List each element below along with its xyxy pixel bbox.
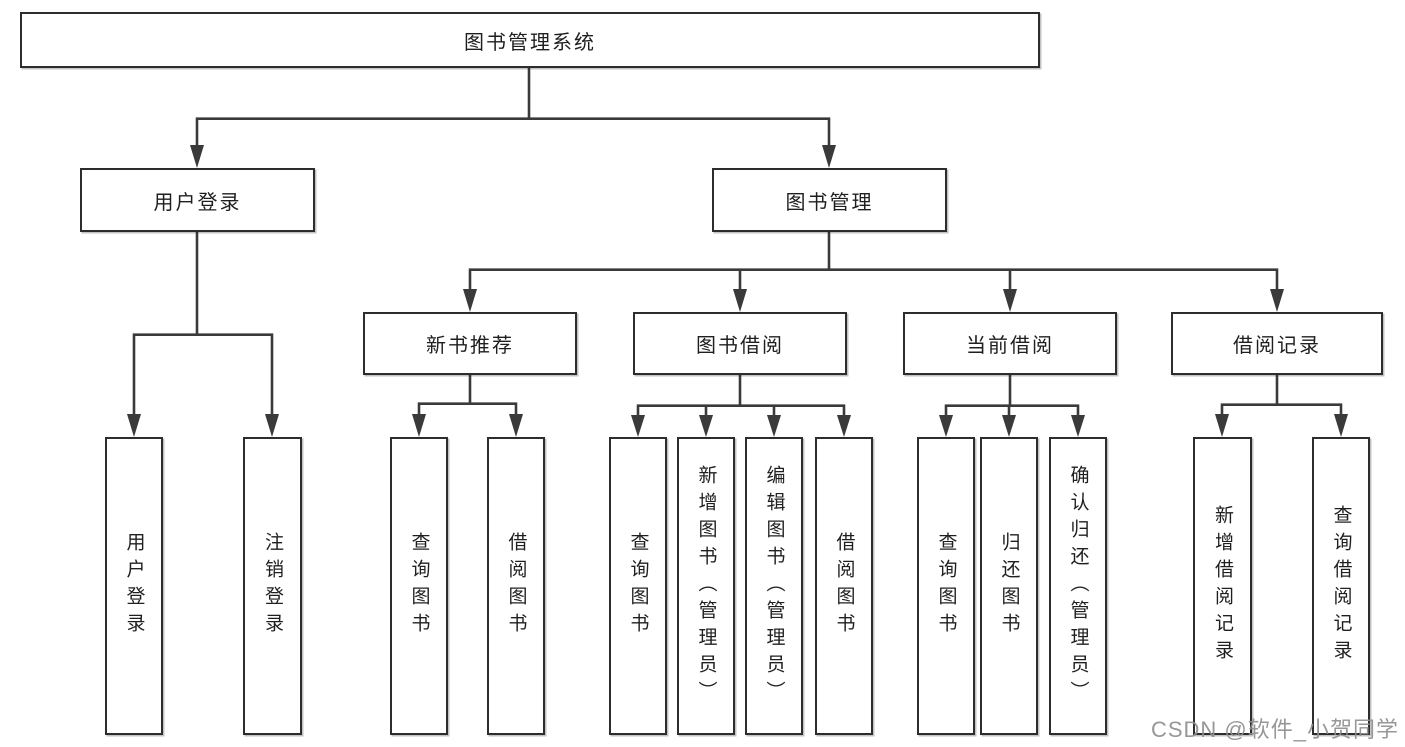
leaf-new-book-borrow: 借阅图书 xyxy=(487,437,545,735)
connector-new-book-to-leaves xyxy=(412,375,523,437)
leaf-logout: 注销登录 xyxy=(243,437,302,735)
leaf-borrow-add-admin: 新增图书（管理员） xyxy=(677,437,735,735)
leaf-user-login-label: 用户登录 xyxy=(123,532,145,640)
leaf-borrow-book: 借阅图书 xyxy=(815,437,873,735)
leaf-record-query-label: 查询借阅记录 xyxy=(1330,505,1352,667)
csdn-watermark: CSDN @软件_小贺同学 xyxy=(1150,717,1399,742)
leaf-new-book-query: 查询图书 xyxy=(390,437,448,735)
leaf-record-add: 新增借阅记录 xyxy=(1193,437,1252,735)
leaf-new-book-borrow-label: 借阅图书 xyxy=(505,532,527,640)
leaf-new-book-query-label: 查询图书 xyxy=(408,532,430,640)
node-current-borrow-label: 当前借阅 xyxy=(966,335,1054,357)
node-borrow-record: 借阅记录 xyxy=(1171,312,1383,375)
connector-root-to-level2 xyxy=(190,67,836,168)
leaf-borrow-add-admin-label: 新增图书（管理员） xyxy=(695,464,717,708)
leaf-confirm-return-admin: 确认归还（管理员） xyxy=(1049,437,1107,735)
leaf-return-book-label: 归还图书 xyxy=(998,532,1020,640)
leaf-borrow-edit-admin-label: 编辑图书（管理员） xyxy=(763,464,785,708)
leaf-return-book: 归还图书 xyxy=(980,437,1038,735)
node-user-login: 用户登录 xyxy=(80,168,315,232)
node-book-management-label: 图书管理 xyxy=(785,191,874,214)
leaf-borrow-query: 查询图书 xyxy=(609,437,667,735)
connector-borrow-record-to-leaves xyxy=(1215,375,1348,437)
leaf-confirm-return-admin-label: 确认归还（管理员） xyxy=(1067,464,1089,708)
node-current-borrow: 当前借阅 xyxy=(903,312,1117,375)
leaf-current-query: 查询图书 xyxy=(917,437,975,735)
node-user-login-label: 用户登录 xyxy=(153,191,242,214)
node-library-system: 图书管理系统 xyxy=(20,12,1040,68)
leaf-borrow-edit-admin: 编辑图书（管理员） xyxy=(745,437,803,735)
node-book-management: 图书管理 xyxy=(712,168,947,232)
leaf-current-query-label: 查询图书 xyxy=(935,532,957,640)
node-library-system-label: 图书管理系统 xyxy=(464,31,596,54)
node-new-book-recommend-label: 新书推荐 xyxy=(426,335,514,357)
connector-book-management-to-level3 xyxy=(463,232,1284,312)
leaf-borrow-book-label: 借阅图书 xyxy=(833,532,855,640)
connector-user-login-to-leaves xyxy=(127,232,279,437)
node-new-book-recommend: 新书推荐 xyxy=(363,312,577,375)
connector-current-borrow-to-leaves xyxy=(939,375,1085,437)
connector-book-borrow-to-leaves xyxy=(631,375,851,437)
leaf-logout-label: 注销登录 xyxy=(262,532,283,640)
leaf-user-login: 用户登录 xyxy=(105,437,163,735)
leaf-record-add-label: 新增借阅记录 xyxy=(1212,505,1233,667)
leaf-record-query: 查询借阅记录 xyxy=(1312,437,1370,735)
node-borrow-record-label: 借阅记录 xyxy=(1233,335,1321,357)
node-book-borrow-label: 图书借阅 xyxy=(696,335,784,357)
node-book-borrow: 图书借阅 xyxy=(633,312,847,375)
leaf-borrow-query-label: 查询图书 xyxy=(627,532,649,640)
